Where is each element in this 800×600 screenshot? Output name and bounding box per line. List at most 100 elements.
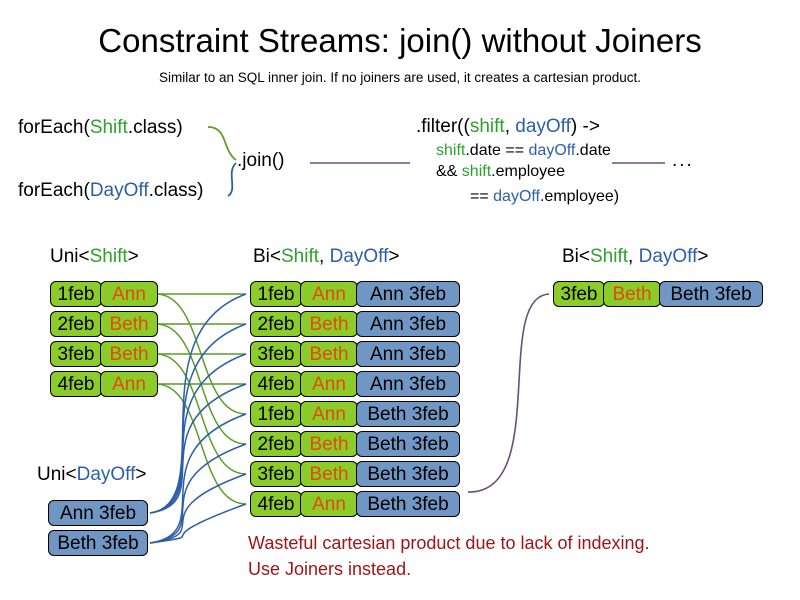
code-filter-line-1: .filter((shift, dayOff) -> bbox=[416, 116, 600, 138]
shift-date: 4feb bbox=[50, 371, 102, 397]
code-filter-line-3: && shift.employee bbox=[436, 163, 565, 181]
wire bbox=[149, 443, 247, 544]
joined-dayoff: Ann 3feb bbox=[356, 371, 460, 397]
foreach-shift-suffix: .class) bbox=[127, 117, 183, 138]
code-foreach-shift: forEach(Shift.class) bbox=[18, 117, 183, 139]
code-foreach-dayoff: forEach(DayOff.class) bbox=[18, 180, 204, 202]
foreach-shift-type: Shift bbox=[89, 117, 128, 138]
joined-dayoff: Ann 3feb bbox=[356, 281, 460, 307]
foreach-dayoff-type: DayOff bbox=[89, 180, 149, 201]
foreach-dayoff-suffix: .class) bbox=[148, 180, 204, 201]
dayoff-card[interactable]: Ann 3feb bbox=[48, 500, 148, 526]
filter4-dayoff: dayOff bbox=[493, 188, 540, 205]
filter-param-shift: shift bbox=[469, 116, 505, 137]
filter-param-dayoff: dayOff bbox=[515, 116, 571, 137]
shift-employee: Beth bbox=[100, 311, 158, 337]
wire bbox=[149, 413, 247, 544]
result-date: 3feb bbox=[553, 281, 605, 307]
header-uni-dayoff: Uni<DayOff> bbox=[37, 464, 147, 486]
filter3-employee: .employee bbox=[491, 163, 565, 180]
filter-open: .filter(( bbox=[416, 116, 470, 137]
wire bbox=[155, 323, 247, 445]
dayoff-label: Ann 3feb bbox=[48, 500, 148, 526]
joined-dayoff: Ann 3feb bbox=[356, 341, 460, 367]
filter4-eq: == bbox=[470, 188, 494, 205]
joined-dayoff: Beth 3feb bbox=[356, 431, 460, 457]
wire bbox=[155, 353, 247, 475]
header-bi-right: Bi<Shift, DayOff> bbox=[562, 246, 708, 268]
joined-dayoff: Ann 3feb bbox=[356, 311, 460, 337]
result-dayoff: Beth 3feb bbox=[659, 281, 763, 307]
shift-date: 2feb bbox=[50, 311, 102, 337]
joined-date: 4feb bbox=[250, 371, 302, 397]
uni-dayoff-type: DayOff bbox=[76, 464, 136, 485]
shift-date: 3feb bbox=[50, 341, 102, 367]
wire bbox=[149, 383, 247, 514]
code-join-label: .join() bbox=[237, 150, 285, 171]
joined-dayoff: Beth 3feb bbox=[356, 491, 460, 517]
wire bbox=[155, 293, 247, 415]
bi-mid-sep: , bbox=[319, 246, 330, 267]
bi-right-prefix: Bi< bbox=[562, 246, 590, 267]
filter2-end: .date bbox=[575, 142, 611, 159]
wire bbox=[207, 126, 237, 161]
shift-employee: Beth bbox=[100, 341, 158, 367]
wire bbox=[149, 293, 247, 514]
shift-employee: Ann bbox=[100, 371, 158, 397]
header-bi-middle: Bi<Shift, DayOff> bbox=[253, 246, 399, 268]
uni-shift-type: Shift bbox=[89, 246, 128, 267]
page-title: Constraint Streams: join() without Joine… bbox=[98, 22, 702, 59]
bi-mid-prefix: Bi< bbox=[253, 246, 281, 267]
joined-employee: Ann bbox=[300, 281, 358, 307]
foreach-shift-prefix: forEach( bbox=[18, 117, 90, 138]
filter3-and: && bbox=[436, 163, 462, 180]
warning-line-1: Wasteful cartesian product due to lack o… bbox=[248, 533, 650, 553]
bi-right-type1: Shift bbox=[590, 246, 629, 267]
warning-text: Wasteful cartesian product due to lack o… bbox=[248, 531, 650, 582]
wire bbox=[149, 503, 247, 544]
filter4-employee: .employee) bbox=[539, 188, 620, 205]
shift-employee: Ann bbox=[100, 281, 158, 307]
filter2-dayoff: dayOff bbox=[528, 142, 576, 159]
code-ellipsis: ... bbox=[672, 150, 694, 171]
filter3-shift: shift bbox=[461, 163, 492, 180]
dayoff-card[interactable]: Beth 3feb bbox=[48, 530, 148, 556]
joined-employee: Ann bbox=[300, 371, 358, 397]
joined-employee: Beth bbox=[300, 311, 358, 337]
bi-right-type2: DayOff bbox=[638, 246, 698, 267]
joined-employee: Beth bbox=[300, 341, 358, 367]
joined-date: 3feb bbox=[250, 341, 302, 367]
joined-date: 2feb bbox=[250, 311, 302, 337]
joined-date: 2feb bbox=[250, 431, 302, 457]
bi-right-suffix: > bbox=[697, 246, 709, 267]
joined-date: 4feb bbox=[250, 491, 302, 517]
bi-mid-type2: DayOff bbox=[329, 246, 389, 267]
bi-mid-suffix: > bbox=[388, 246, 400, 267]
uni-shift-suffix: > bbox=[127, 246, 139, 267]
joined-employee: Beth bbox=[300, 461, 358, 487]
joined-employee: Beth bbox=[300, 431, 358, 457]
joined-date: 1feb bbox=[250, 281, 302, 307]
shift-date: 1feb bbox=[50, 281, 102, 307]
warning-line-2: Use Joiners instead. bbox=[248, 558, 412, 579]
joined-dayoff: Beth 3feb bbox=[356, 401, 460, 427]
page-subtitle: Similar to an SQL inner join. If no join… bbox=[159, 70, 641, 85]
uni-dayoff-prefix: Uni< bbox=[37, 464, 77, 485]
uni-dayoff-suffix: > bbox=[135, 464, 147, 485]
filter2-shift: shift bbox=[436, 142, 466, 159]
filter-arrow: ) -> bbox=[570, 116, 600, 137]
